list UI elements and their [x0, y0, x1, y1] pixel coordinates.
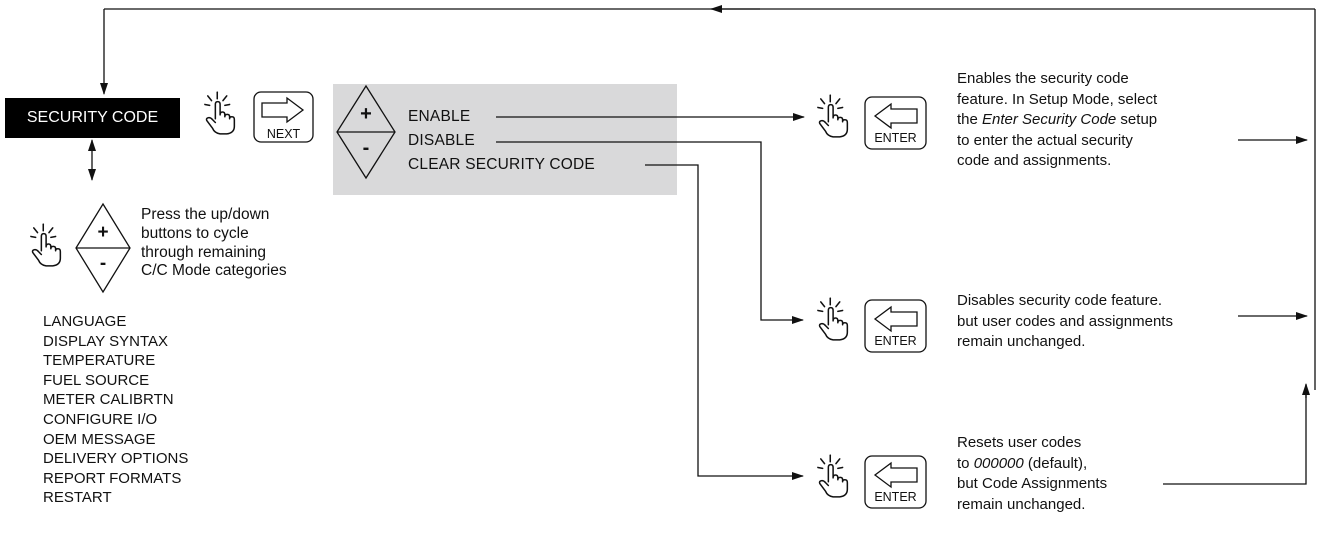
- category-item: REPORT FORMATS: [43, 469, 182, 487]
- disable-connector: [496, 141, 804, 324]
- options-minus-icon[interactable]: -: [362, 137, 370, 159]
- enter-key-outline-3: [864, 455, 927, 509]
- next-arrow-glyph: [261, 96, 305, 124]
- category-item: FUEL SOURCE: [43, 371, 150, 389]
- enter-key-label-2: ENTER: [874, 334, 917, 348]
- option-clear-security-code[interactable]: CLEAR SECURITY CODE: [408, 156, 595, 173]
- category-item: OEM MESSAGE: [43, 430, 156, 448]
- option-enable[interactable]: ENABLE: [408, 108, 471, 125]
- cycle-plus-icon[interactable]: +: [97, 222, 109, 243]
- option-disable[interactable]: DISABLE: [408, 132, 475, 149]
- category-item: METER CALIBRTN: [43, 391, 174, 409]
- category-item: DISPLAY SYNTAX: [43, 332, 169, 350]
- category-list: LANGUAGE DISPLAY SYNTAX TEMPERATURE FUEL…: [43, 312, 188, 508]
- hand-press-icon-cycle: [30, 223, 62, 267]
- enter-key-label-3: ENTER: [874, 490, 917, 504]
- clear-description: Resets user codes to 000000 (default), b…: [957, 434, 1108, 513]
- disable-description: Disables security code feature. but user…: [957, 292, 1173, 350]
- next-key-outline: [253, 91, 314, 143]
- next-key-label: NEXT: [266, 127, 301, 141]
- enable-description: Enables the security code feature. In Se…: [957, 70, 1158, 169]
- enter-key-outline-2: [864, 299, 927, 353]
- category-item: DELIVERY OPTIONS: [43, 450, 189, 468]
- hand-press-icon-next: [204, 91, 236, 135]
- cycle-minus-icon[interactable]: -: [99, 253, 107, 274]
- category-item: TEMPERATURE: [43, 352, 156, 370]
- enter-arrow-glyph-3: [873, 461, 918, 489]
- category-item: LANGUAGE: [43, 313, 127, 330]
- enter-arrow-glyph-1: [873, 102, 918, 130]
- cycle-up-down-key-outline: [75, 202, 131, 294]
- category-item: CONFIGURE I/O: [43, 410, 158, 428]
- security-code-display: SECURITY CODE: [5, 98, 180, 138]
- options-up-down-key-outline: [336, 84, 396, 180]
- enter-arrow-glyph-2: [873, 305, 918, 333]
- enter-key-label-1: ENTER: [874, 131, 917, 145]
- hand-press-icon-enable: [817, 94, 849, 138]
- enter-key-outline-1: [864, 96, 927, 150]
- clear-output-line: [1163, 385, 1307, 485]
- options-plus-icon[interactable]: +: [360, 103, 372, 125]
- hand-press-icon-clear: [817, 454, 849, 498]
- cycle-instruction-note: Press the up/down buttons to cycle throu…: [141, 206, 287, 280]
- clear-connector: [645, 164, 804, 480]
- category-item: RESTART: [43, 489, 112, 507]
- hand-press-icon-disable: [817, 297, 849, 341]
